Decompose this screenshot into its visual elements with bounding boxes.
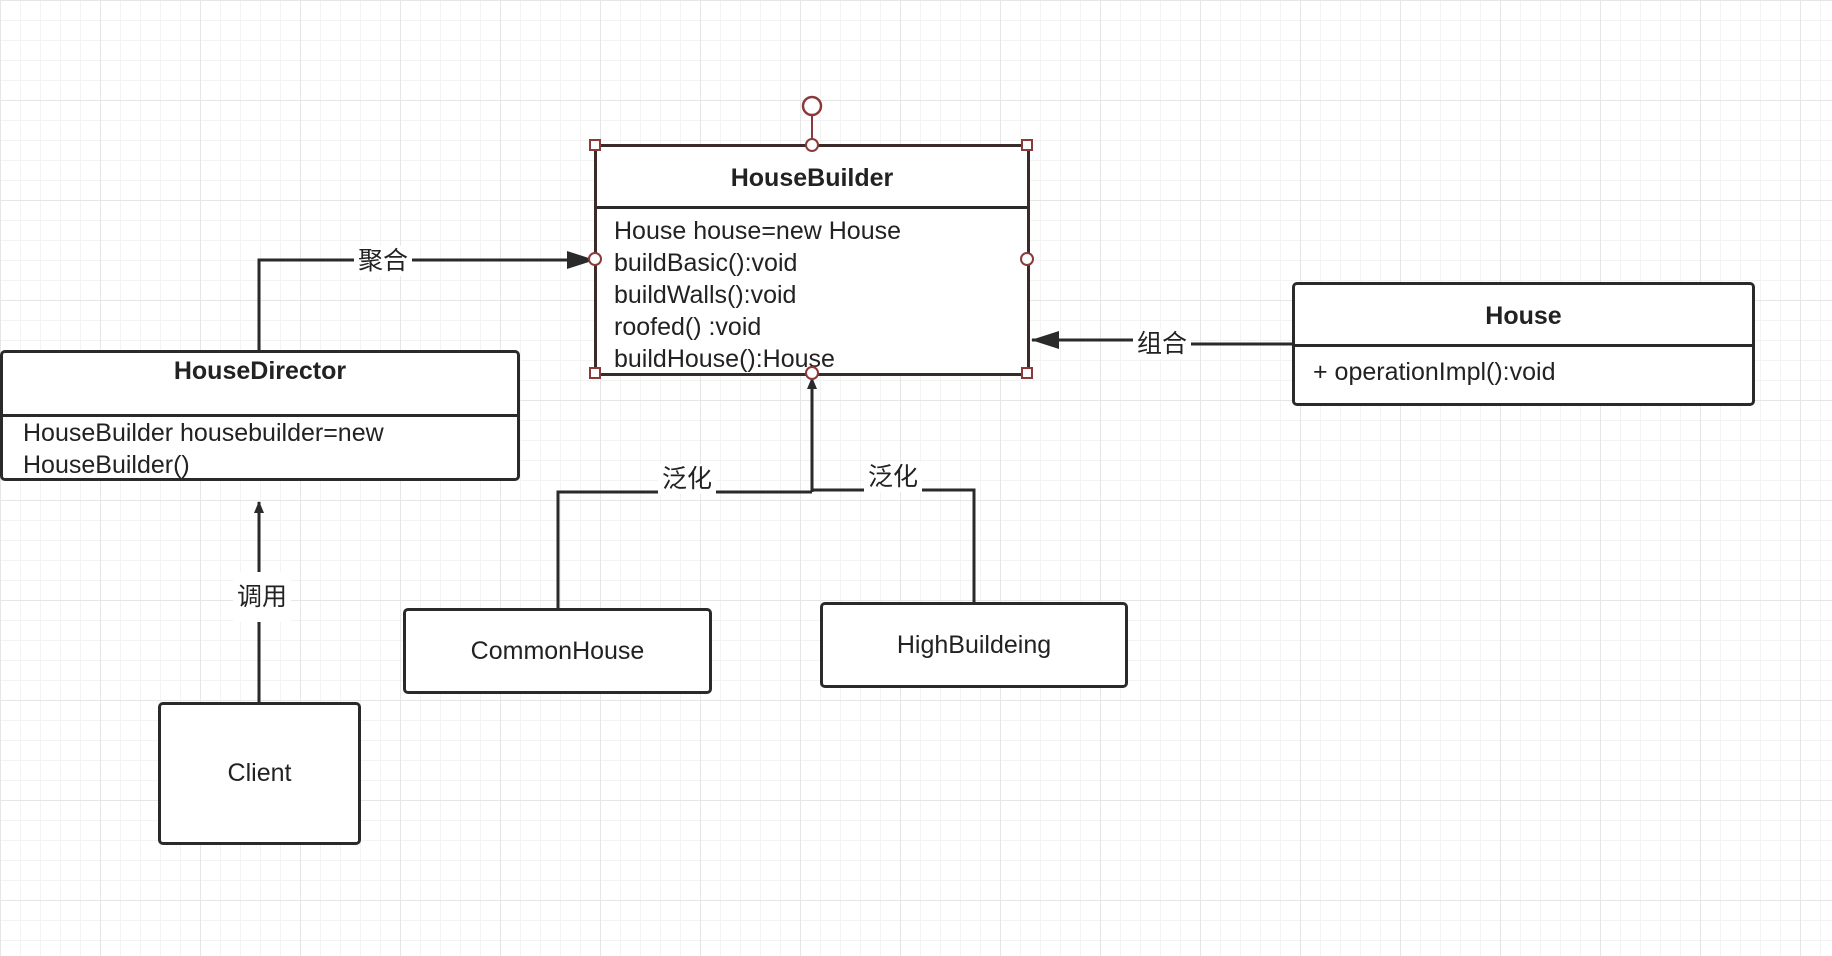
- house-builder-title: HouseBuilder: [597, 147, 1027, 209]
- client-box[interactable]: Client: [158, 702, 361, 845]
- connection-port-bottom[interactable]: [805, 366, 819, 380]
- house-director-title: HouseDirector: [3, 353, 517, 417]
- invocation-label: 调用: [233, 572, 292, 622]
- aggregation-edge[interactable]: [257, 251, 595, 350]
- house-builder-member: buildBasic():void: [614, 249, 798, 277]
- connection-port-left[interactable]: [588, 252, 602, 266]
- generalization-right-label: 泛化: [864, 462, 923, 492]
- generalization-edge-high-building[interactable]: [812, 488, 976, 604]
- house-members: + operationImpl():void: [1295, 347, 1752, 397]
- house-builder-member: House house=new House: [614, 217, 901, 245]
- aggregation-label: 聚合: [354, 246, 413, 276]
- house-builder-member: roofed() :void: [614, 313, 762, 341]
- house-director-members: HouseBuilder housebuilder=new HouseBuild…: [3, 417, 517, 481]
- resize-handle-bottom-right[interactable]: [1021, 367, 1033, 379]
- common-house-box[interactable]: CommonHouse: [403, 608, 712, 694]
- house-director-class[interactable]: HouseDirector HouseBuilder housebuilder=…: [0, 350, 520, 481]
- resize-handle-top-left[interactable]: [589, 139, 601, 151]
- rotate-handle[interactable]: [801, 95, 823, 117]
- generalization-edge-common-house[interactable]: [556, 490, 812, 610]
- connection-port-right[interactable]: [1020, 252, 1034, 266]
- house-director-member: HouseBuilder(): [23, 451, 190, 479]
- house-title: House: [1295, 285, 1752, 347]
- house-builder-member: buildHouse():House: [614, 345, 835, 373]
- composition-label: 组合: [1133, 329, 1192, 359]
- house-class[interactable]: House + operationImpl():void: [1292, 282, 1755, 406]
- house-member: + operationImpl():void: [1313, 358, 1556, 386]
- resize-handle-top-right[interactable]: [1021, 139, 1033, 151]
- house-builder-members: House house=new House buildBasic():void …: [597, 209, 1027, 381]
- house-director-member: HouseBuilder housebuilder=new: [23, 419, 384, 447]
- generalization-left-label: 泛化: [658, 464, 717, 494]
- resize-handle-bottom-left[interactable]: [589, 367, 601, 379]
- house-builder-member: buildWalls():void: [614, 281, 797, 309]
- high-building-box[interactable]: HighBuildeing: [820, 602, 1128, 688]
- house-builder-class[interactable]: HouseBuilder House house=new House build…: [594, 144, 1030, 376]
- connection-port-top[interactable]: [805, 138, 819, 152]
